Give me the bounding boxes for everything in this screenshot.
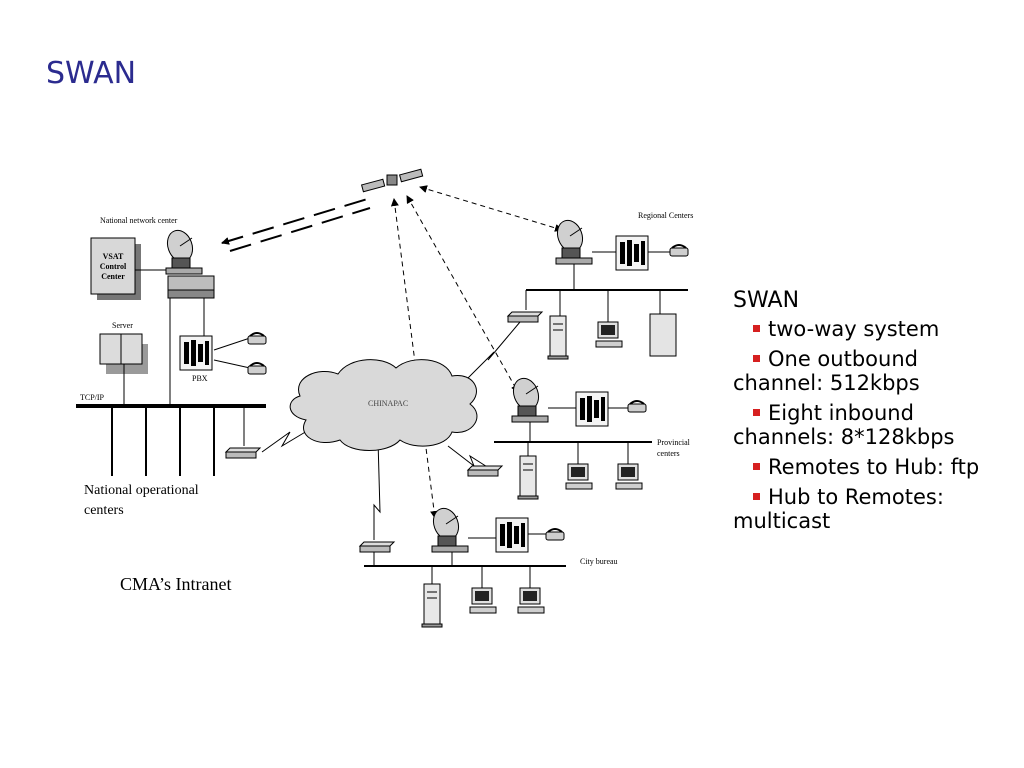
- city-pbx-icon: [495, 517, 529, 553]
- pbx-icon: [179, 335, 213, 371]
- router-icon: [467, 465, 503, 477]
- provincial-pbx-icon: [575, 391, 609, 427]
- regional-dish-icon: [552, 216, 593, 265]
- vsat-control-center-label: VSAT Control Center: [99, 252, 127, 281]
- phone-icon: [545, 528, 565, 541]
- bullet-item: Hub to Remotes: multicast: [733, 485, 944, 533]
- satellite-icon: [360, 168, 424, 193]
- national-operational-centers-label: National operational centers: [84, 483, 199, 518]
- regional-centers-label: Regional Centers: [638, 211, 694, 220]
- bullet-item: Remotes to Hub: ftp: [733, 455, 1013, 479]
- phone-icon: [669, 244, 689, 257]
- bullet-heading: SWAN: [733, 288, 800, 313]
- pc-icon: [469, 587, 497, 614]
- national-dish-icon: [162, 226, 203, 275]
- server-tower-icon: [547, 315, 569, 360]
- mainframe-icon: [649, 313, 677, 357]
- bullet-square-icon: [753, 408, 760, 416]
- phone-icon: [247, 362, 267, 375]
- satellite-links: [221, 185, 563, 519]
- bullet-item: One outbound channel: 512kbps: [733, 347, 920, 395]
- slide-title: SWAN: [46, 56, 137, 91]
- intranet-label: CMA’s Intranet: [120, 574, 232, 594]
- regional-pbx-icon: [615, 235, 649, 271]
- national-network-center-label: National network center: [100, 216, 178, 225]
- server-label: Server: [112, 321, 133, 330]
- wan-links: [261, 321, 521, 540]
- bullet-square-icon: [753, 492, 760, 500]
- provincial-dish-icon: [508, 374, 549, 423]
- phone-icon: [247, 332, 267, 345]
- tcpip-bus: [76, 404, 266, 476]
- router-icon: [225, 447, 261, 459]
- bullet-square-icon: [753, 354, 760, 362]
- phone-icon: [627, 400, 647, 413]
- pc-icon: [565, 463, 593, 490]
- bullet-list: SWAN two-way system One outbound channel…: [733, 288, 1013, 539]
- bullet-square-icon: [753, 462, 760, 470]
- server-tower-icon: [517, 455, 539, 500]
- bullet-square-icon: [753, 324, 760, 332]
- chinapac-cloud: [289, 359, 478, 451]
- tcpip-label: TCP/IP: [80, 393, 105, 402]
- router-icon: [359, 541, 395, 553]
- bullet-item: Eight inbound channels: 8*128kbps: [733, 401, 955, 449]
- pc-icon: [595, 321, 623, 348]
- bullet-item: two-way system: [753, 317, 1013, 341]
- server-tower-icon: [421, 583, 443, 628]
- city-bureau-label: City bureau: [580, 557, 618, 566]
- pc-icon: [517, 587, 545, 614]
- vsat-control-center-icon: [90, 237, 141, 300]
- provincial-centers-label: Provincial centers: [657, 438, 690, 458]
- chinapac-label: CHINAPAC: [368, 399, 409, 408]
- server-icon: [99, 333, 148, 404]
- city-dish-icon: [428, 504, 469, 553]
- router-icon: [507, 311, 543, 323]
- pbx-label: PBX: [192, 374, 208, 383]
- pc-icon: [615, 463, 643, 490]
